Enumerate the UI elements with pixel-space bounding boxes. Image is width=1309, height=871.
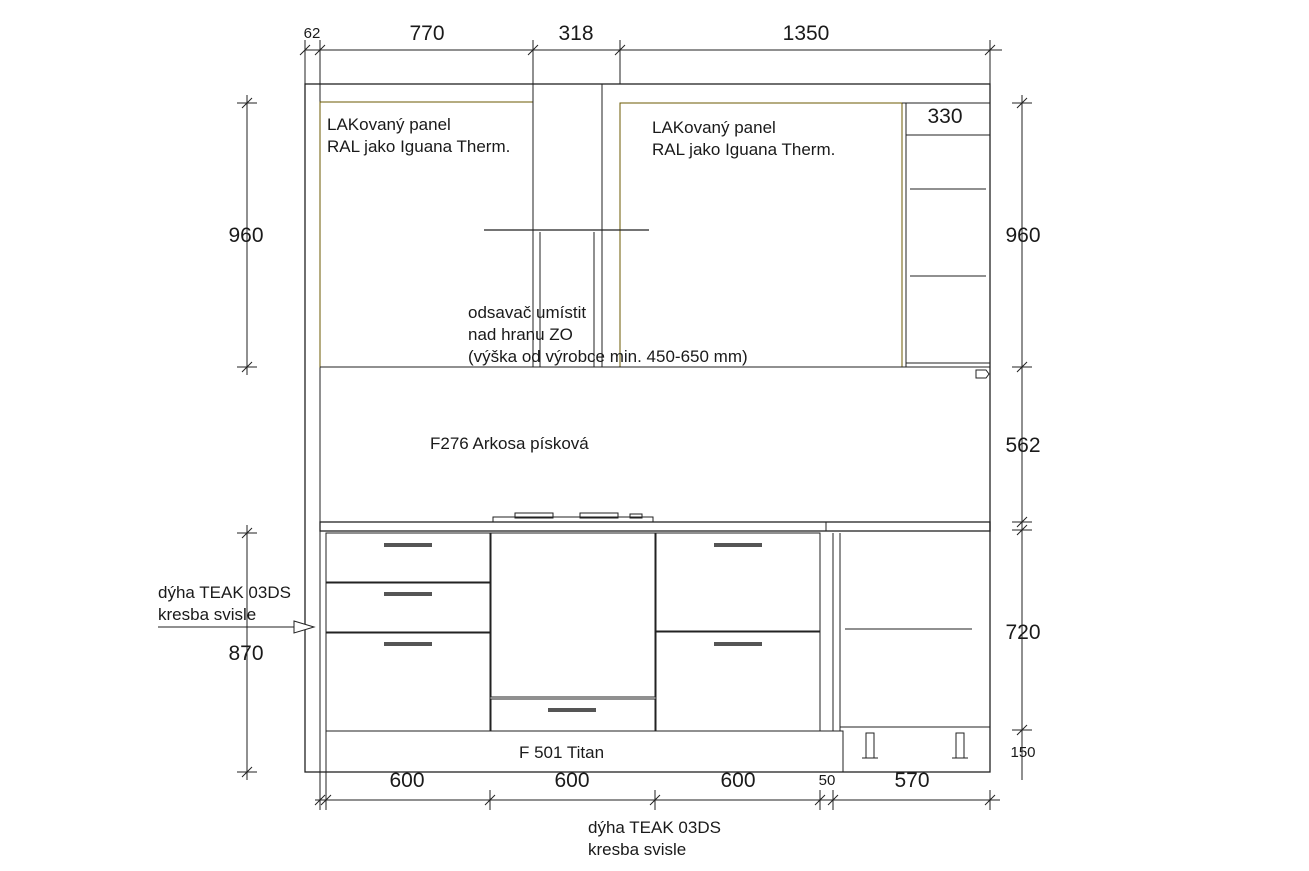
dim-top-770: 770 [409, 22, 444, 45]
bottom-dimension-line: 600 600 600 50 570 [314, 769, 1000, 810]
oven-drawer [490, 698, 656, 732]
dim-top-318: 318 [558, 22, 593, 45]
plinth-label: F 501 Titan [519, 743, 604, 762]
panel-left-line-1: LAKovaný panel [327, 115, 451, 134]
panel-right-line-2: RAL jako Iguana Therm. [652, 140, 835, 159]
veneer-left-line-2: kresba svisle [158, 605, 256, 624]
dim-top-62: 62 [304, 25, 321, 42]
panel-left-line-2: RAL jako Iguana Therm. [327, 137, 510, 156]
plinth [325, 730, 968, 773]
dim-left-870: 870 [228, 642, 263, 665]
drawer-2 [325, 582, 491, 633]
right-dimension-line: 960 562 720 150 [1005, 95, 1041, 780]
countertop [319, 521, 991, 532]
top-dimension-line: 62 770 318 1350 [299, 22, 1002, 100]
outer-frame [304, 83, 991, 773]
drawer-1 [325, 532, 491, 583]
left-dimension-line: 960 870 [228, 95, 264, 780]
dim-bottom-600-a: 600 [389, 769, 424, 792]
hood-note-line-1: odsavač umístit [468, 303, 586, 322]
hood-note-line-3: (výška od výrobce min. 450-650 mm) [468, 347, 748, 366]
dim-bottom-50: 50 [819, 772, 836, 789]
range-hood [484, 229, 649, 367]
dim-top-1350: 1350 [783, 22, 830, 45]
oven-door [490, 532, 656, 698]
dim-right-720: 720 [1005, 621, 1040, 644]
veneer-left-line-1: dýha TEAK 03DS [158, 583, 291, 602]
drawer-4 [655, 532, 821, 632]
veneer-bottom-line-2: kresba svisle [588, 840, 686, 859]
veneer-bottom-line-1: dýha TEAK 03DS [588, 818, 721, 837]
dim-right-150: 150 [1010, 744, 1035, 761]
lower-cabinets [325, 532, 990, 732]
adjustable-leg-right [955, 732, 965, 759]
panel-right-line-1: LAKovaný panel [652, 118, 776, 137]
dim-right-960: 960 [1005, 224, 1040, 247]
dim-left-960: 960 [228, 224, 263, 247]
dim-bottom-600-c: 600 [720, 769, 755, 792]
dim-inner-330: 330 [927, 105, 962, 128]
adjustable-leg-left [865, 732, 875, 759]
cooktop [492, 512, 654, 523]
dim-bottom-600-b: 600 [554, 769, 589, 792]
veneer-arrow [158, 620, 316, 634]
drawer-5 [655, 631, 821, 732]
hood-note-line-2: nad hranu ZO [468, 325, 573, 344]
dim-right-562: 562 [1005, 434, 1040, 457]
dim-bottom-570: 570 [894, 769, 929, 792]
drawer-3 [325, 632, 491, 732]
backsplash-label: F276 Arkosa písková [430, 434, 589, 453]
